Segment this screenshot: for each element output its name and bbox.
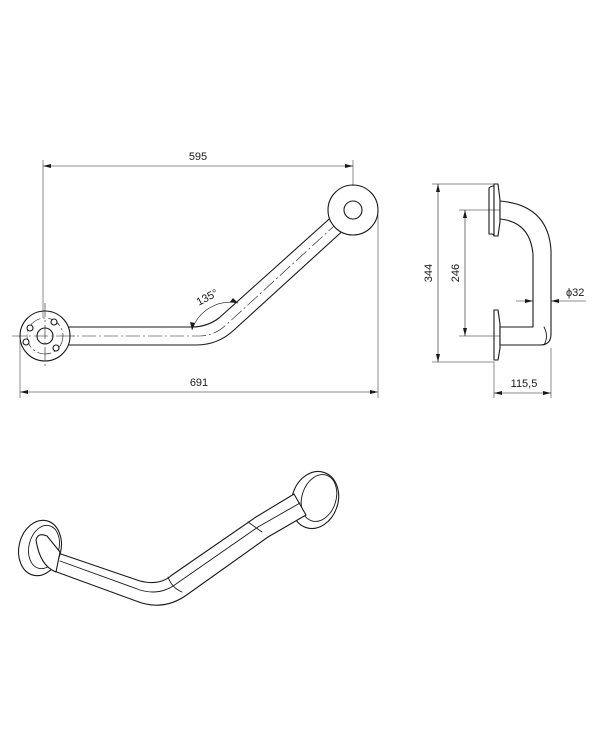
dimension-arrow: [190, 322, 195, 330]
dimension-label-diameter: ϕ32: [566, 287, 584, 299]
screw-hole-icon: [50, 318, 58, 326]
dimension-label-115: 115,5: [511, 378, 538, 390]
screw-hole-icon: [22, 338, 30, 346]
perspective-right-flange-face: [300, 474, 338, 522]
perspective-tube-highlight: [59, 502, 301, 593]
side-view-upper-flange: [488, 185, 495, 237]
front-view-tube: [46, 202, 360, 346]
side-view-lower-flange-profile: [493, 309, 501, 361]
perspective-tube: [53, 493, 307, 606]
side-view-tube: [499, 200, 552, 346]
front-view: 595 691 135°: [12, 151, 379, 398]
angle-label-135: 135°: [195, 287, 221, 308]
dimension-label-595: 595: [189, 151, 207, 163]
dimension-arrow: [543, 391, 551, 395]
dimension-arrow: [494, 391, 502, 395]
dimension-arrow: [463, 328, 467, 336]
dimension-arrow: [370, 390, 378, 394]
dimension-label-691: 691: [190, 377, 208, 389]
dimension-arrow: [230, 298, 238, 303]
dimension-label-246: 246: [450, 264, 462, 282]
front-view-tube-centerline: [38, 204, 358, 337]
dimension-arrow: [551, 299, 559, 303]
perspective-left-tube-end: [35, 534, 61, 573]
dimension-arrow: [436, 184, 440, 192]
screw-hole-icon: [52, 344, 60, 352]
dimension-arrow: [463, 210, 467, 218]
perspective-tube-seam: [167, 576, 183, 593]
dimension-arrow: [436, 354, 440, 362]
side-view: 344 246 ϕ32 115,5: [423, 183, 586, 398]
side-view-tube-end: [543, 326, 547, 346]
front-view-right-tube-end: [343, 200, 363, 220]
dimension-arrow: [43, 164, 51, 168]
dimension-arrow: [20, 390, 28, 394]
perspective-tube-seam: [247, 521, 263, 533]
dimension-arrow: [525, 299, 533, 303]
dimension-label-344: 344: [423, 264, 435, 282]
dimension-arrow: [345, 164, 353, 168]
perspective-view: [17, 470, 340, 606]
screw-hole-icon: [26, 324, 34, 332]
